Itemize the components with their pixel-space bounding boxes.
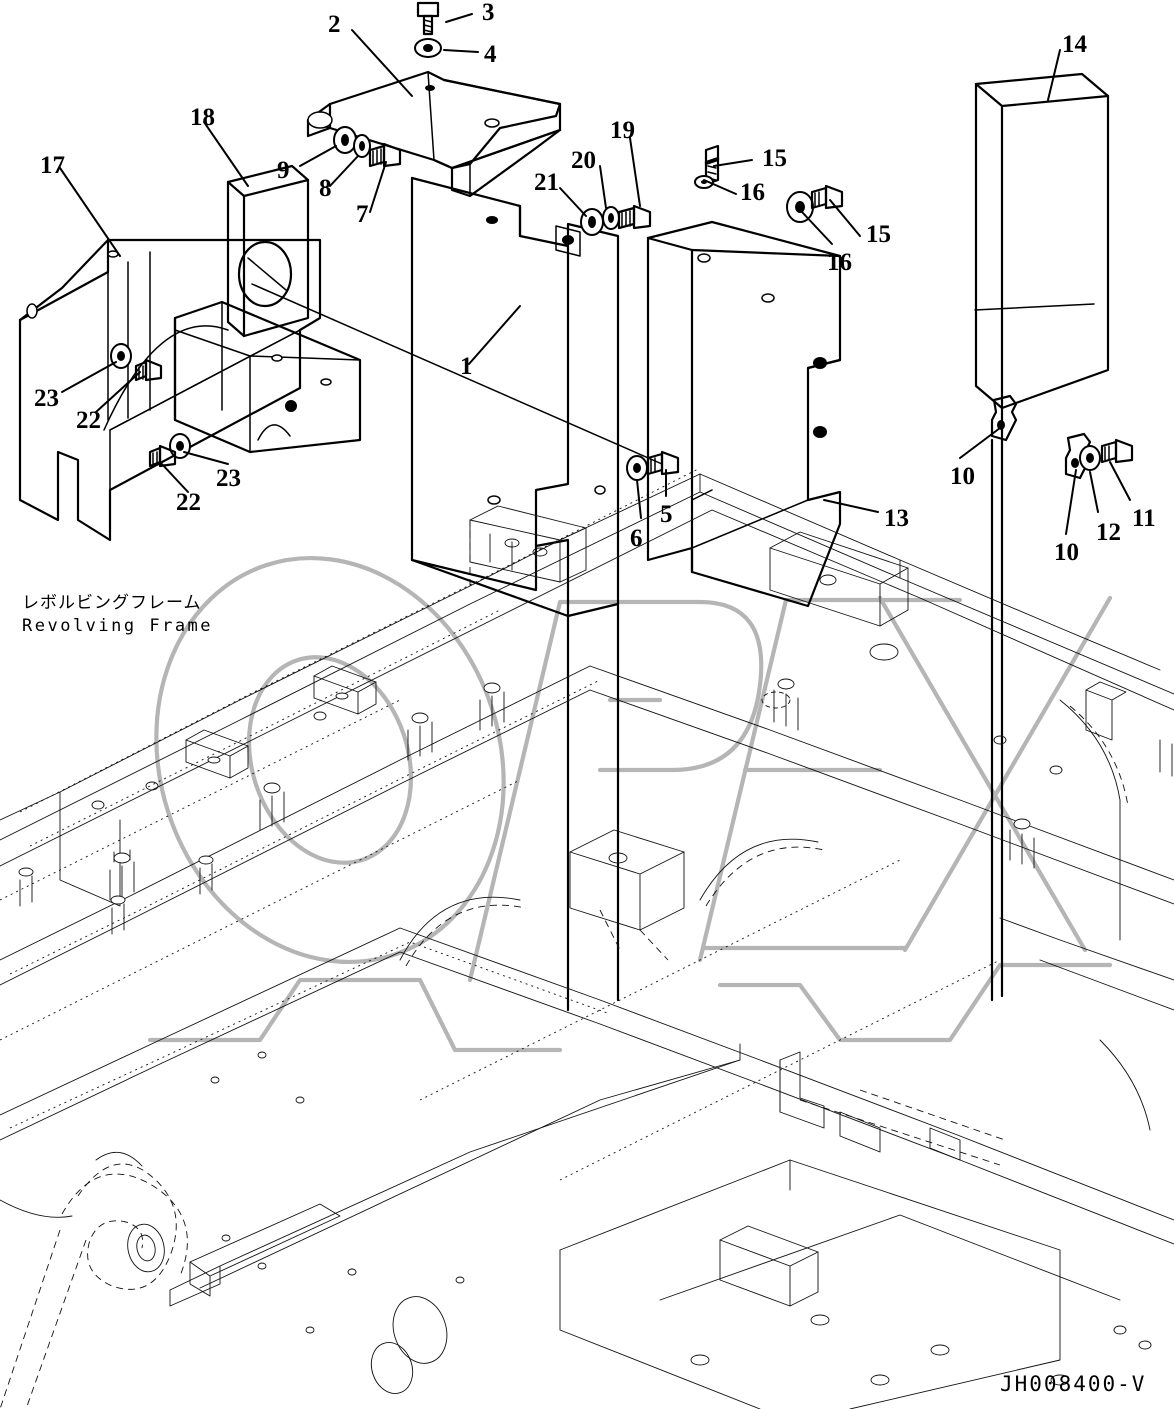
hardware-4-nut xyxy=(414,38,442,58)
callout-2: 2 xyxy=(328,11,341,38)
callout-18: 18 xyxy=(190,104,215,131)
hardware-11-bolt xyxy=(1100,438,1134,464)
hardware-3-bolt xyxy=(416,1,440,36)
caption-english: Revolving Frame xyxy=(22,616,214,636)
watermark-opex xyxy=(147,555,1113,1053)
callout-4: 4 xyxy=(484,41,497,68)
hardware-23b-washer xyxy=(169,433,191,459)
hardware-15b-bolt xyxy=(810,184,844,210)
callout-6: 6 xyxy=(630,525,643,552)
leader-lines xyxy=(59,13,1131,1012)
callout-14: 14 xyxy=(1062,31,1087,58)
hardware-12-washer xyxy=(1079,445,1101,471)
callout-17: 17 xyxy=(40,152,65,179)
callout-16b: 16 xyxy=(827,249,852,276)
revolving-frame-assembly xyxy=(0,467,1174,1409)
callout-13: 13 xyxy=(884,505,909,532)
hardware-22a-bolt xyxy=(134,358,163,382)
hardware-16a-washer xyxy=(694,175,714,189)
callout-10b: 10 xyxy=(1054,539,1079,566)
part-2-top-bracket xyxy=(306,70,562,198)
callout-22b: 22 xyxy=(176,489,201,516)
part-13-cover-panel xyxy=(646,220,842,608)
callout-23b: 23 xyxy=(216,465,241,492)
callout-9: 9 xyxy=(277,157,290,184)
callout-12: 12 xyxy=(1096,519,1121,546)
callout-16a: 16 xyxy=(740,179,765,206)
part-17-lower-panel xyxy=(173,300,362,454)
callout-5: 5 xyxy=(660,501,673,528)
part-18-plate xyxy=(226,164,310,338)
callout-1: 1 xyxy=(460,353,473,380)
hardware-7-bolt xyxy=(368,142,402,168)
callout-22a: 22 xyxy=(76,407,101,434)
callout-15b: 15 xyxy=(866,221,891,248)
hardware-23a-washer xyxy=(110,343,132,369)
callout-11: 11 xyxy=(1132,505,1156,532)
part-17-cover-bracket xyxy=(18,238,322,542)
callout-23a: 23 xyxy=(34,385,59,412)
callout-7: 7 xyxy=(356,201,369,228)
part-1-main-cover xyxy=(410,176,620,618)
hardware-6-washer xyxy=(626,455,648,481)
callout-19: 19 xyxy=(610,117,635,144)
callout-3: 3 xyxy=(482,0,495,26)
hardware-9-washer xyxy=(333,126,357,154)
assembly-caption: レボルビングフレーム Revolving Frame xyxy=(22,588,213,636)
drawing-number: JH008400-V xyxy=(1000,1372,1147,1396)
callout-15a: 15 xyxy=(762,145,787,172)
hardware-8-lock-washer xyxy=(353,134,371,158)
callout-20: 20 xyxy=(571,147,596,174)
callout-21: 21 xyxy=(534,169,559,196)
callout-10a: 10 xyxy=(950,463,975,490)
hardware-20-lock-washer xyxy=(602,206,620,230)
part-14-flat-panel xyxy=(974,72,1110,410)
hardware-19-bolt xyxy=(617,204,652,230)
roller-detail xyxy=(0,1151,188,1409)
callout-8: 8 xyxy=(319,175,332,202)
hardware-16b-washer xyxy=(786,191,814,223)
hardware-5-bolt xyxy=(646,450,680,476)
caption-japanese: レボルビングフレーム xyxy=(22,593,202,613)
